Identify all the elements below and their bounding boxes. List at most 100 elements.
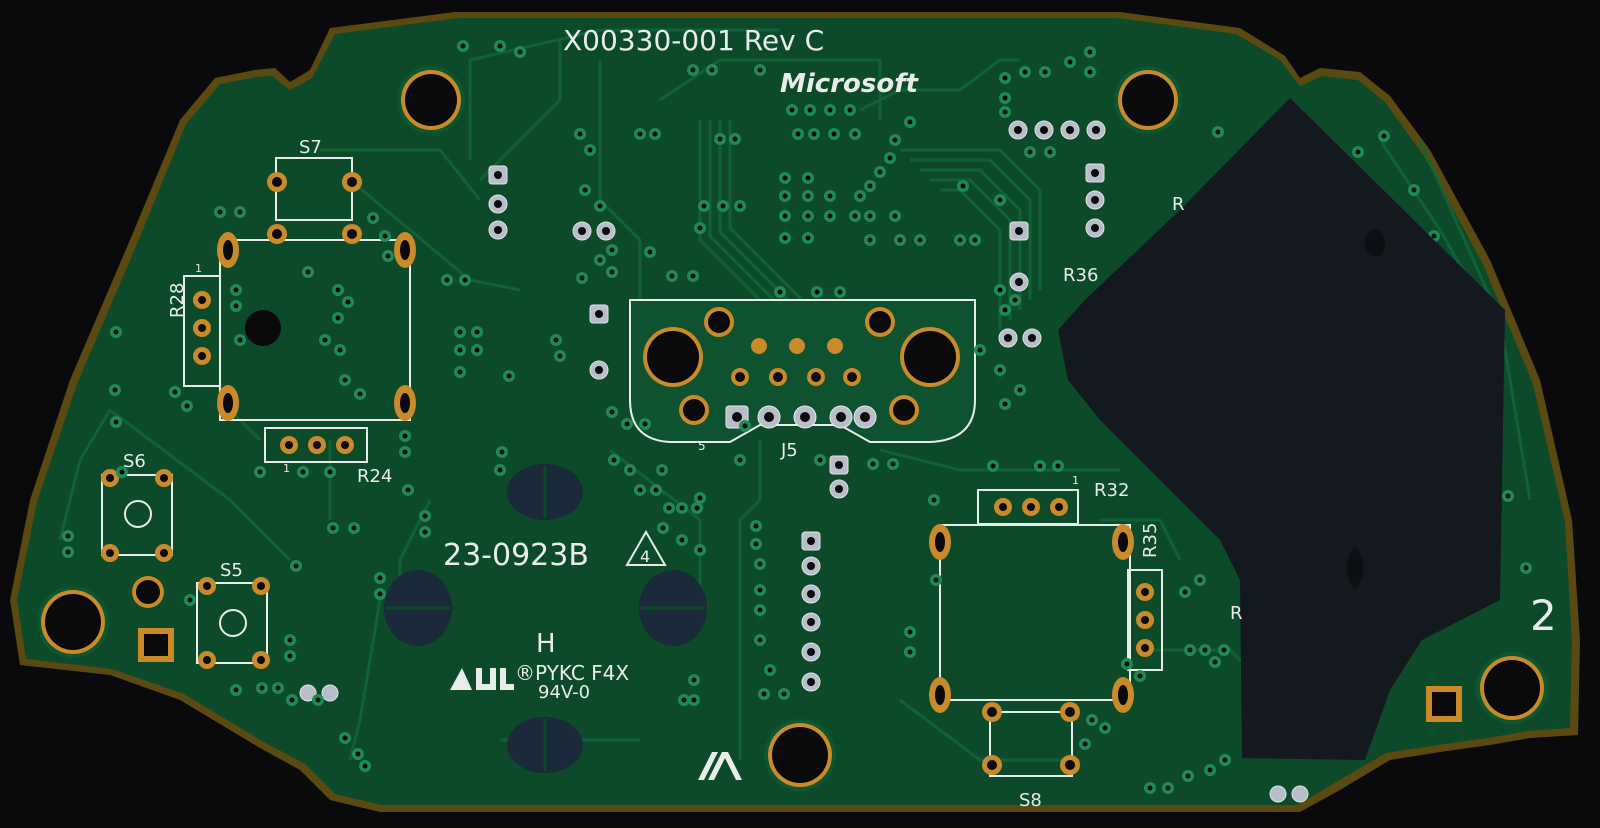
silkscreen-text: X00330-001 Rev C Microsoft 23-0923B H ®P… [123,24,1557,811]
via-hole [1411,187,1417,193]
via-hole [701,203,707,209]
via-hole [1124,661,1130,667]
via-hole [342,377,348,383]
via-hole [237,209,243,215]
via-hole [847,107,853,113]
via-hole [697,225,703,231]
via-hole [892,137,898,143]
via-hole [720,203,726,209]
via-hole [113,419,119,425]
via-hole [457,329,463,335]
via-hole [831,131,837,137]
via-hole [732,136,738,142]
via-hole [647,249,653,255]
pin1-marker-r24: 1 [283,462,290,475]
via-hole [907,649,913,655]
designator-r35: R35 [1140,523,1161,558]
via-hole [960,183,966,189]
via-hole [795,131,801,137]
via-hole [1012,297,1018,303]
via-hole [690,273,696,279]
via-hole [887,155,893,161]
via-hole [867,237,873,243]
via-hole [1197,577,1203,583]
via-hole [402,433,408,439]
via-hole [709,67,715,73]
via-hole [1207,767,1213,773]
via-hole [345,299,351,305]
via-hole [997,287,1003,293]
via-hole [897,237,903,243]
via-hole [1002,75,1008,81]
via-hole [233,287,239,293]
via-hole [737,457,743,463]
via-hole [781,691,787,697]
via-hole [377,591,383,597]
via-hole [753,541,759,547]
via-hole [892,213,898,219]
via-hole [65,533,71,539]
via-hole [805,213,811,219]
side-mark-label: H [536,629,556,659]
via-hole [694,505,700,511]
via-hole [362,763,368,769]
via-hole [907,119,913,125]
via-hole [1087,49,1093,55]
via-hole [789,107,795,113]
via-hole [1147,785,1153,791]
via-hole [1037,463,1043,469]
via-hole [65,549,71,555]
via-hole [1431,233,1437,239]
via-hole [462,277,468,283]
via-hole [517,49,523,55]
via-hole [112,387,118,393]
brand-logo-text: Microsoft [780,69,920,99]
via-hole [217,209,223,215]
via-hole [1055,463,1061,469]
designator-r-partial-top: R [1172,194,1185,215]
switch-footprints [101,469,270,669]
via-hole [782,175,788,181]
via-hole [1202,647,1208,653]
via-hole [957,237,963,243]
via-hole [422,513,428,519]
designator-s7: S7 [299,137,322,158]
via-hole [1082,741,1088,747]
via-hole [757,561,763,567]
cert-line-1: ®PYKC F4X [515,661,629,685]
via-hole [579,275,585,281]
j5-connector [629,299,976,443]
corner-number-label: 2 [1530,591,1557,640]
designator-r32: R32 [1094,480,1129,501]
via-hole [890,461,896,467]
designator-s8: S8 [1019,790,1042,811]
via-hole [385,253,391,259]
via-hole [852,131,858,137]
via-hole [287,637,293,643]
via-hole [1523,565,1529,571]
via-hole [293,563,299,569]
via-hole [857,193,863,199]
via-hole [997,367,1003,373]
via-hole [1002,401,1008,407]
via-hole [997,197,1003,203]
cert-line-2: 94V-0 [538,682,590,703]
via-hole [330,525,336,531]
via-hole [1027,149,1033,155]
via-hole [757,637,763,643]
via-hole [497,467,503,473]
via-hole [1137,673,1143,679]
via-hole [1002,307,1008,313]
via-hole [1089,717,1095,723]
via-hole [1002,95,1008,101]
via-hole [690,67,696,73]
manufacturer-m-logo-icon [698,752,742,780]
via-hole [457,369,463,375]
via-hole [1047,149,1053,155]
black-tape-patch [1058,98,1505,760]
via-hole [611,457,617,463]
via-hole [679,537,685,543]
via-hole [422,529,428,535]
via-hole [990,463,996,469]
via-hole [444,277,450,283]
